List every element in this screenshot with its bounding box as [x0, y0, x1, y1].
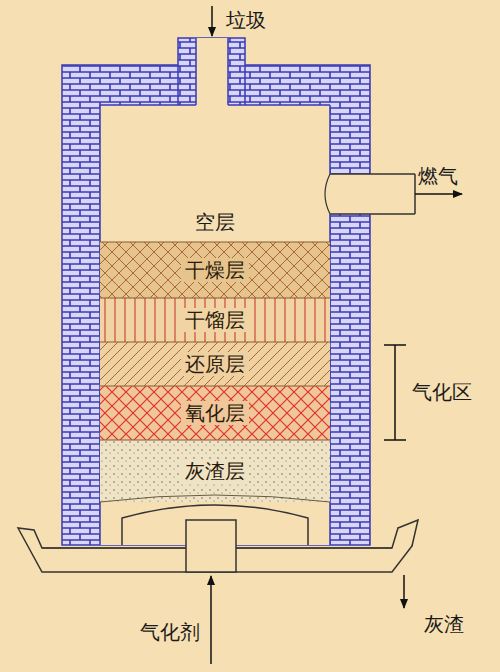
- layer-band: 干燥层: [100, 242, 330, 298]
- layer-band: 干馏层: [100, 298, 330, 342]
- feed-arrow: [211, 6, 213, 36]
- agent-label: 气化剂: [140, 620, 200, 644]
- layer-name: 灰渣层: [181, 459, 249, 483]
- ash-label: 灰渣: [424, 612, 464, 636]
- layer-band: 还原层: [100, 342, 330, 386]
- layer-name: 干馏层: [181, 308, 249, 332]
- layer-name: 氧化层: [181, 401, 249, 425]
- agent-arrow: [210, 576, 212, 664]
- layer-band: 氧化层: [100, 386, 330, 440]
- gas-arrow: [415, 193, 462, 195]
- layer-name: 干燥层: [181, 258, 249, 282]
- layer-band: 灰渣层: [100, 440, 330, 502]
- layer-name: 还原层: [181, 352, 249, 376]
- zone-label: 气化区: [412, 380, 472, 404]
- gas-outlet-label: 燃气: [418, 164, 458, 188]
- zone-bracket: [384, 345, 406, 440]
- empty-layer-label: 空层: [195, 210, 235, 234]
- ash-arrow: [403, 575, 405, 608]
- feed-label: 垃圾: [226, 8, 266, 32]
